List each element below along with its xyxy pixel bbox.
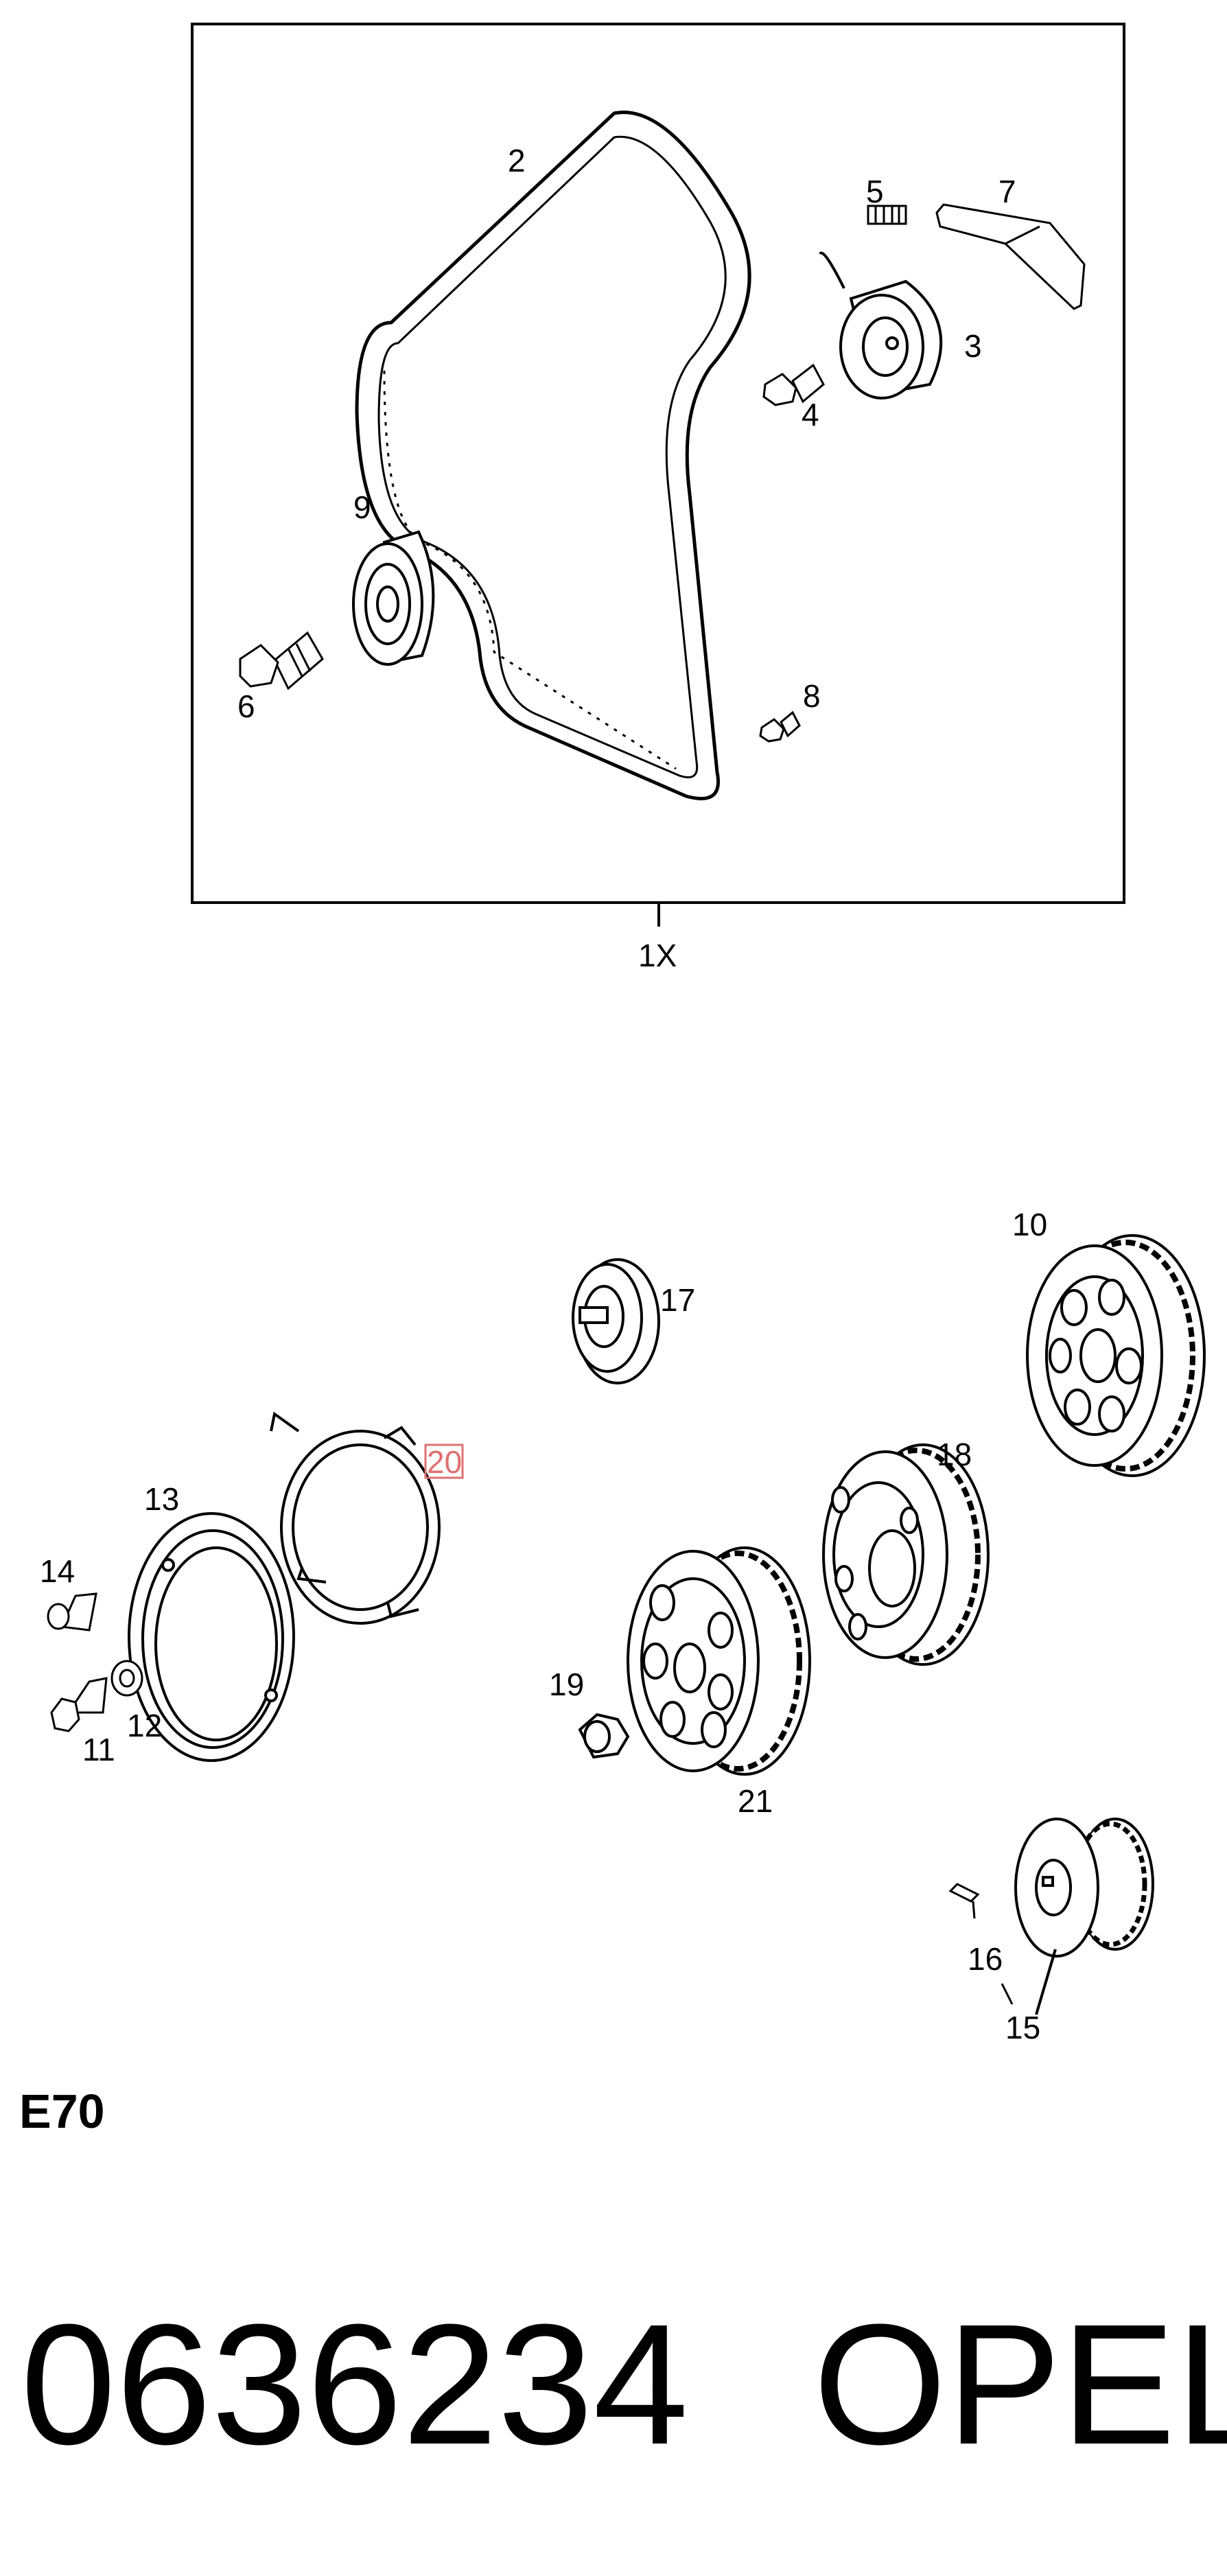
callout-8: 8 [803,678,821,714]
callout-10: 10 [1012,1207,1047,1242]
tensioner-bracket[interactable] [935,203,1086,310]
idler-pulley[interactable] [352,530,435,666]
small-bolt[interactable] [759,710,801,743]
cover-screw[interactable] [47,1592,97,1632]
section-code: E70 [19,2085,105,2138]
timing-belt[interactable] [355,111,751,800]
camshaft-gear-large[interactable] [1026,1234,1206,1477]
tensioner-spring[interactable] [867,205,907,225]
camshaft-gear-middle[interactable] [822,1443,990,1666]
tensioner-bolt[interactable] [762,363,825,406]
cover-plate[interactable] [128,1512,295,1762]
callout-20[interactable]: 20 [427,1444,462,1480]
callout-9: 9 [353,489,371,525]
callout-14: 14 [40,1553,75,1589]
callout-7: 7 [998,174,1016,209]
washer[interactable] [110,1660,143,1697]
part-number: 0636234 [21,2288,688,2480]
tensioner-pulley[interactable] [819,251,943,399]
crankshaft-gear[interactable] [1014,1818,1154,2015]
sensor-plate[interactable] [270,1411,441,1625]
woodruff-key[interactable] [948,1883,1014,2005]
callout-12: 12 [127,1708,162,1743]
callout-5: 5 [866,174,884,209]
callout-4: 4 [802,397,819,432]
cover-bolt[interactable] [50,1677,108,1732]
assembly-callouts: 10 11 12 13 14 15 16 17 18 19 20 21 [40,1207,1047,2045]
kit-callouts: 2 3 4 5 6 7 8 9 [237,143,1016,724]
callout-3: 3 [964,328,982,364]
callout-17: 17 [660,1282,695,1318]
callout-18: 18 [937,1437,972,1472]
callout-15: 15 [1005,2010,1040,2045]
callout-2: 2 [508,143,526,178]
callout-16: 16 [968,1941,1003,1977]
callout-19: 19 [549,1667,584,1702]
gear-nut[interactable] [578,1713,630,1759]
brand-name: OPEL [813,2288,1227,2480]
pulley-bolt[interactable] [239,631,324,691]
camshaft-seal[interactable] [572,1258,660,1384]
camshaft-gear-front[interactable] [627,1546,811,1776]
callout-20-highlight [424,1443,464,1479]
kit-quantity-label: 1X [638,938,677,973]
timing-belt-kit-box [191,23,1125,927]
callout-13: 13 [144,1481,179,1517]
callout-6: 6 [237,688,255,724]
callout-11: 11 [82,1732,115,1767]
callout-21: 21 [738,1783,773,1819]
